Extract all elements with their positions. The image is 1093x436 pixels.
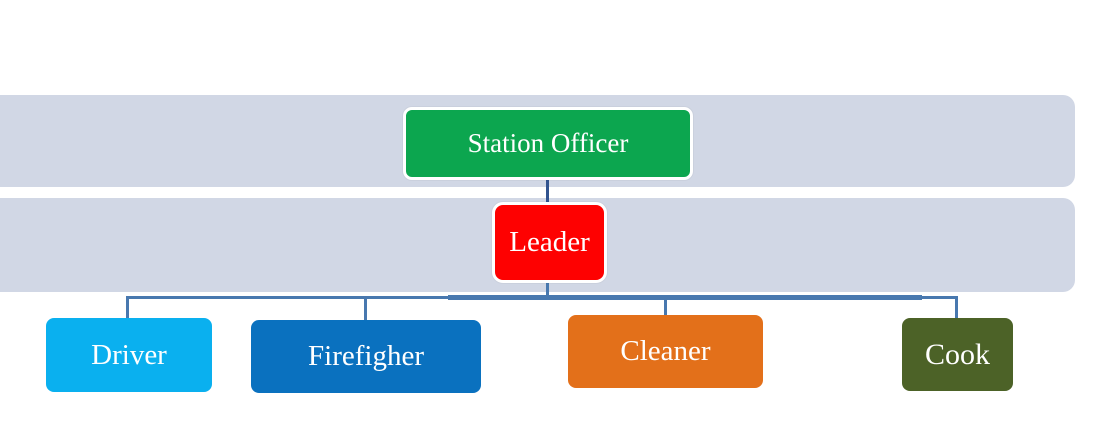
node-station-officer-label: Station Officer [467, 128, 629, 159]
node-driver-label: Driver [91, 338, 167, 371]
connector-leader-to-bus [546, 283, 549, 297]
node-station-officer: Station Officer [403, 107, 693, 180]
node-cleaner-label: Cleaner [620, 335, 711, 368]
connector-drop-driver [126, 296, 129, 319]
connector-station-officer-to-leader [546, 180, 549, 203]
node-firefigher: Firefigher [251, 320, 481, 393]
node-firefigher-label: Firefigher [308, 340, 424, 373]
connector-bus-line-thick-segment [448, 295, 922, 300]
connector-drop-cleaner [664, 296, 667, 316]
node-cook: Cook [902, 318, 1013, 391]
node-cook-label: Cook [924, 337, 990, 371]
node-leader-label: Leader [509, 226, 590, 259]
node-driver: Driver [46, 318, 212, 392]
connector-drop-cook [955, 296, 958, 319]
node-leader: Leader [492, 202, 607, 283]
node-cleaner: Cleaner [568, 315, 763, 388]
connector-drop-firefigher [364, 296, 367, 321]
